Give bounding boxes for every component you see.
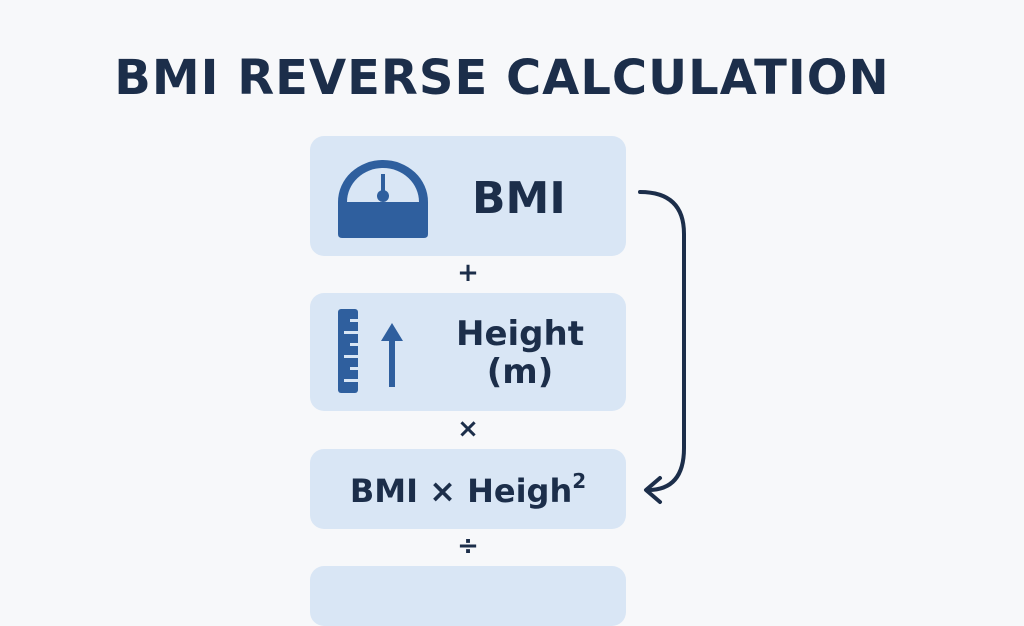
flow-arrow [638,190,686,504]
formula-label: BMI × Heigh2 [310,469,626,510]
bmi-box: BMI [310,136,626,256]
height-label-line1: Height [456,314,584,354]
next-box [310,566,626,626]
formula-superscript: 2 [572,469,587,493]
height-box: Height (m) [310,293,626,411]
page-title: BMI REVERSE CALCULATION [114,50,890,106]
formula-text: BMI × Heigh [349,472,573,510]
height-label-line2: (m) [486,352,554,392]
formula-box: BMI × Heigh2 [310,449,626,529]
ruler-arrow-icon [338,309,403,393]
bmi-label: BMI [472,173,566,224]
divide-operator: ÷ [457,531,479,561]
scale-icon [338,160,428,238]
times-operator: × [457,414,479,444]
height-label: Height (m) [440,315,600,391]
plus-operator: + [457,258,479,288]
